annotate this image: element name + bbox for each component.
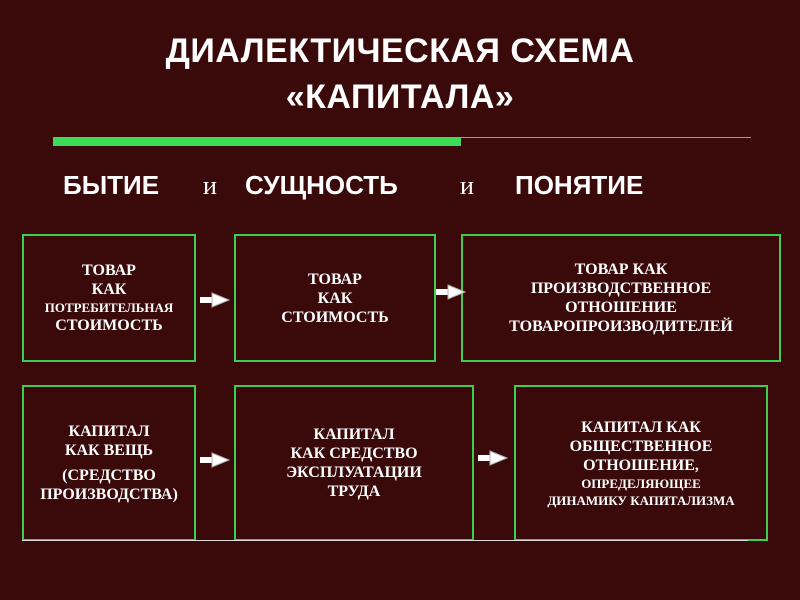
box-line: ПРОИЗВОДСТВЕННОЕ <box>530 280 712 297</box>
arrow-right-icon <box>200 292 230 308</box>
box-line: ОБЩЕСТВЕННОЕ <box>569 437 713 455</box>
box-commodity-value: ТОВАР КАК СТОИМОСТЬ <box>234 234 436 362</box>
arrow-right-icon <box>478 450 508 466</box>
box-line: КАПИТАЛ <box>313 426 395 443</box>
box-line: СТОИМОСТЬ <box>55 317 163 334</box>
box-line: ТОВАР <box>82 262 136 279</box>
box-capital-as-exploitation: КАПИТАЛ КАК СРЕДСТВО ЭКСПЛУАТАЦИИ ТРУДА <box>234 385 474 541</box>
bottom-divider <box>22 540 748 541</box>
conjunction-1: и <box>203 171 217 200</box>
box-line: ПРОИЗВОДСТВА) <box>40 486 178 503</box>
category-notion: ПОНЯТИЕ <box>515 170 644 200</box>
box-line: КАК ВЕЩЬ <box>64 442 154 459</box>
box-line: КАК <box>91 281 127 298</box>
box-line: КАПИТАЛ <box>68 423 150 440</box>
category-being: БЫТИЕ <box>63 170 160 200</box>
category-essence: СУЩНОСТЬ <box>245 170 398 200</box>
box-line: ТОВАР <box>308 270 362 288</box>
box-line: (СРЕДСТВО <box>62 467 156 484</box>
slide-title: ДИАЛЕКТИЧЕСКАЯ СХЕМА «КАПИТАЛА» <box>0 28 800 120</box>
arrow-right-icon <box>436 284 466 300</box>
box-capital-as-social-relation: КАПИТАЛ КАК ОБЩЕСТВЕННОЕ ОТНОШЕНИЕ, ОПРЕ… <box>514 385 768 541</box>
box-line: ОПРЕДЕЛЯЮЩЕЕ <box>581 475 701 491</box>
box-line: КАК <box>317 289 353 307</box>
box-line: ДИНАМИКУ КАПИТАЛИЗМА <box>547 492 735 508</box>
box-capital-as-thing: КАПИТАЛ КАК ВЕЩЬ (СРЕДСТВО ПРОИЗВОДСТВА) <box>22 385 196 541</box>
box-line: ЭКСПЛУАТАЦИИ <box>286 464 422 481</box>
title-line-1: ДИАЛЕКТИЧЕСКАЯ СХЕМА <box>165 32 635 70</box>
title-underline-thin <box>461 137 751 138</box>
box-commodity-production-relation: ТОВАР КАК ПРОИЗВОДСТВЕННОЕ ОТНОШЕНИЕ ТОВ… <box>461 234 781 362</box>
box-commodity-use-value: ТОВАР КАК ПОТРЕБИТЕЛЬНАЯ СТОИМОСТЬ <box>22 234 196 362</box>
box-line: ОТНОШЕНИЕ <box>565 299 677 316</box>
box-line: КАК СРЕДСТВО <box>290 445 418 462</box>
box-line: ТОВАР КАК <box>574 261 668 278</box>
title-underline-thick <box>53 137 461 146</box>
box-line: ПОТРЕБИТЕЛЬНАЯ <box>44 300 174 315</box>
conjunction-2: и <box>460 171 474 200</box>
title-line-2: «КАПИТАЛА» <box>285 78 515 116</box>
box-line: ОТНОШЕНИЕ, <box>583 456 699 474</box>
box-line: СТОИМОСТЬ <box>281 308 389 326</box>
arrow-right-icon <box>200 452 230 468</box>
box-line: КАПИТАЛ КАК <box>581 418 701 436</box>
box-line: ТОВАРОПРОИЗВОДИТЕЛЕЙ <box>509 318 733 335</box>
box-line: ТРУДА <box>327 483 381 500</box>
